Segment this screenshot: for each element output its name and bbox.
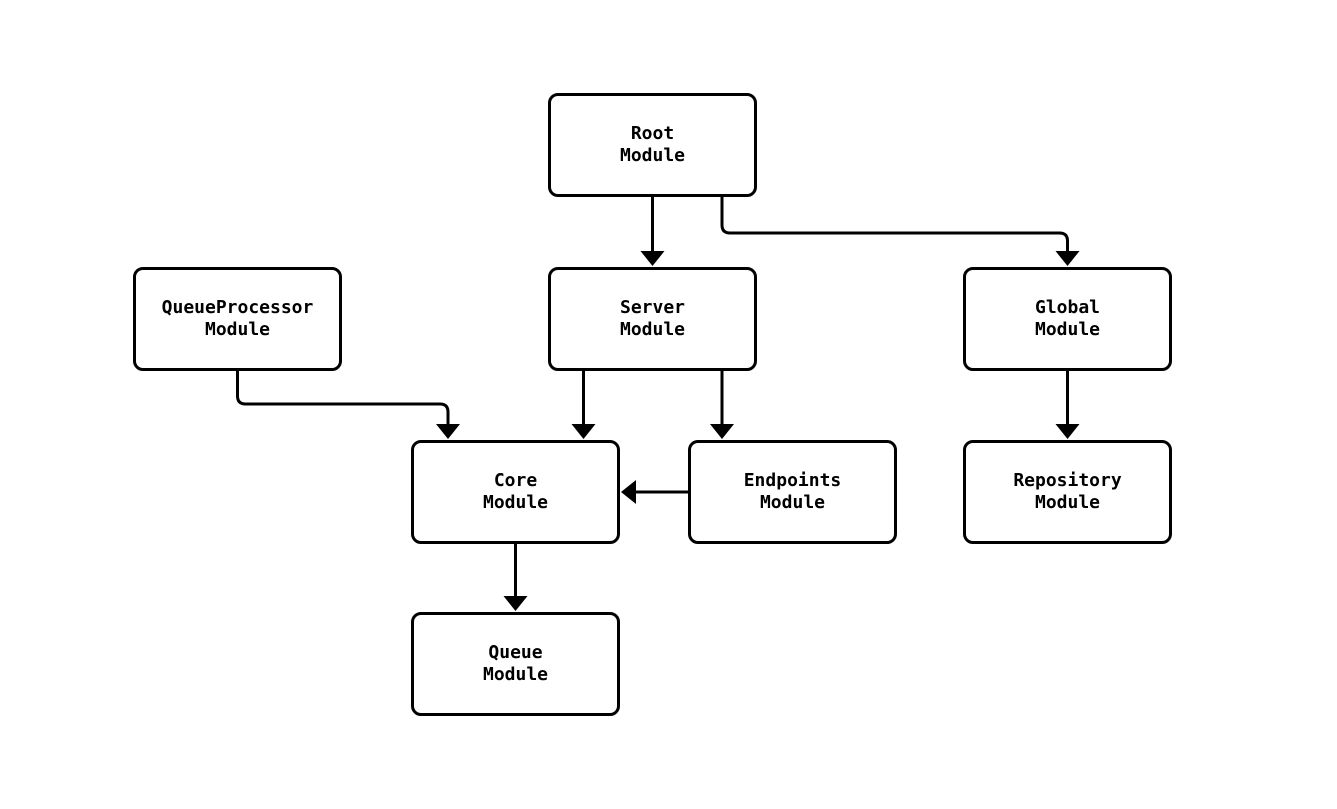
node-queueprocessor-module: QueueProcessor Module [133, 267, 342, 371]
edge-queueprocessor-core [236, 371, 460, 439]
node-core-module-label: Core Module [482, 470, 549, 513]
edge-queueprocessor-core-arrowhead-icon [436, 424, 460, 439]
node-queueprocessor-module-label: QueueProcessor Module [161, 297, 314, 340]
node-global-module-label: Global Module [1034, 297, 1101, 340]
node-global-module: Global Module [963, 267, 1172, 371]
node-queue-module: Queue Module [411, 612, 620, 716]
node-core-module: Core Module [411, 440, 620, 544]
node-server-module: Server Module [548, 267, 757, 371]
edge-root-global-arrowhead-icon [1055, 251, 1080, 266]
edge-core-queue-arrowhead-icon [503, 596, 528, 611]
edge-core-queue [503, 544, 528, 611]
node-endpoints-module: Endpoints Module [688, 440, 897, 544]
node-server-module-label: Server Module [619, 297, 686, 340]
edge-root-server [640, 197, 665, 266]
edge-server-endpoints-arrowhead-icon [710, 424, 734, 439]
edge-root-server-arrowhead-icon [640, 251, 665, 266]
node-repository-module: Repository Module [963, 440, 1172, 544]
edge-root-global [720, 197, 1080, 266]
edge-queueprocessor-core-line [236, 371, 450, 426]
node-queue-module-label: Queue Module [482, 642, 549, 685]
edge-server-endpoints [710, 371, 734, 439]
node-root-module: Root Module [548, 93, 757, 197]
node-repository-module-label: Repository Module [1013, 470, 1122, 513]
node-endpoints-module-label: Endpoints Module [743, 470, 842, 513]
edge-endpoints-core-arrowhead-icon [621, 480, 636, 504]
edge-global-repository [1055, 371, 1080, 439]
node-root-module-label: Root Module [619, 123, 686, 166]
edge-server-core [571, 371, 596, 439]
edge-server-core-arrowhead-icon [571, 424, 596, 439]
edge-global-repository-arrowhead-icon [1055, 424, 1080, 439]
edge-endpoints-core [621, 480, 688, 504]
edge-root-global-line [720, 197, 1069, 253]
